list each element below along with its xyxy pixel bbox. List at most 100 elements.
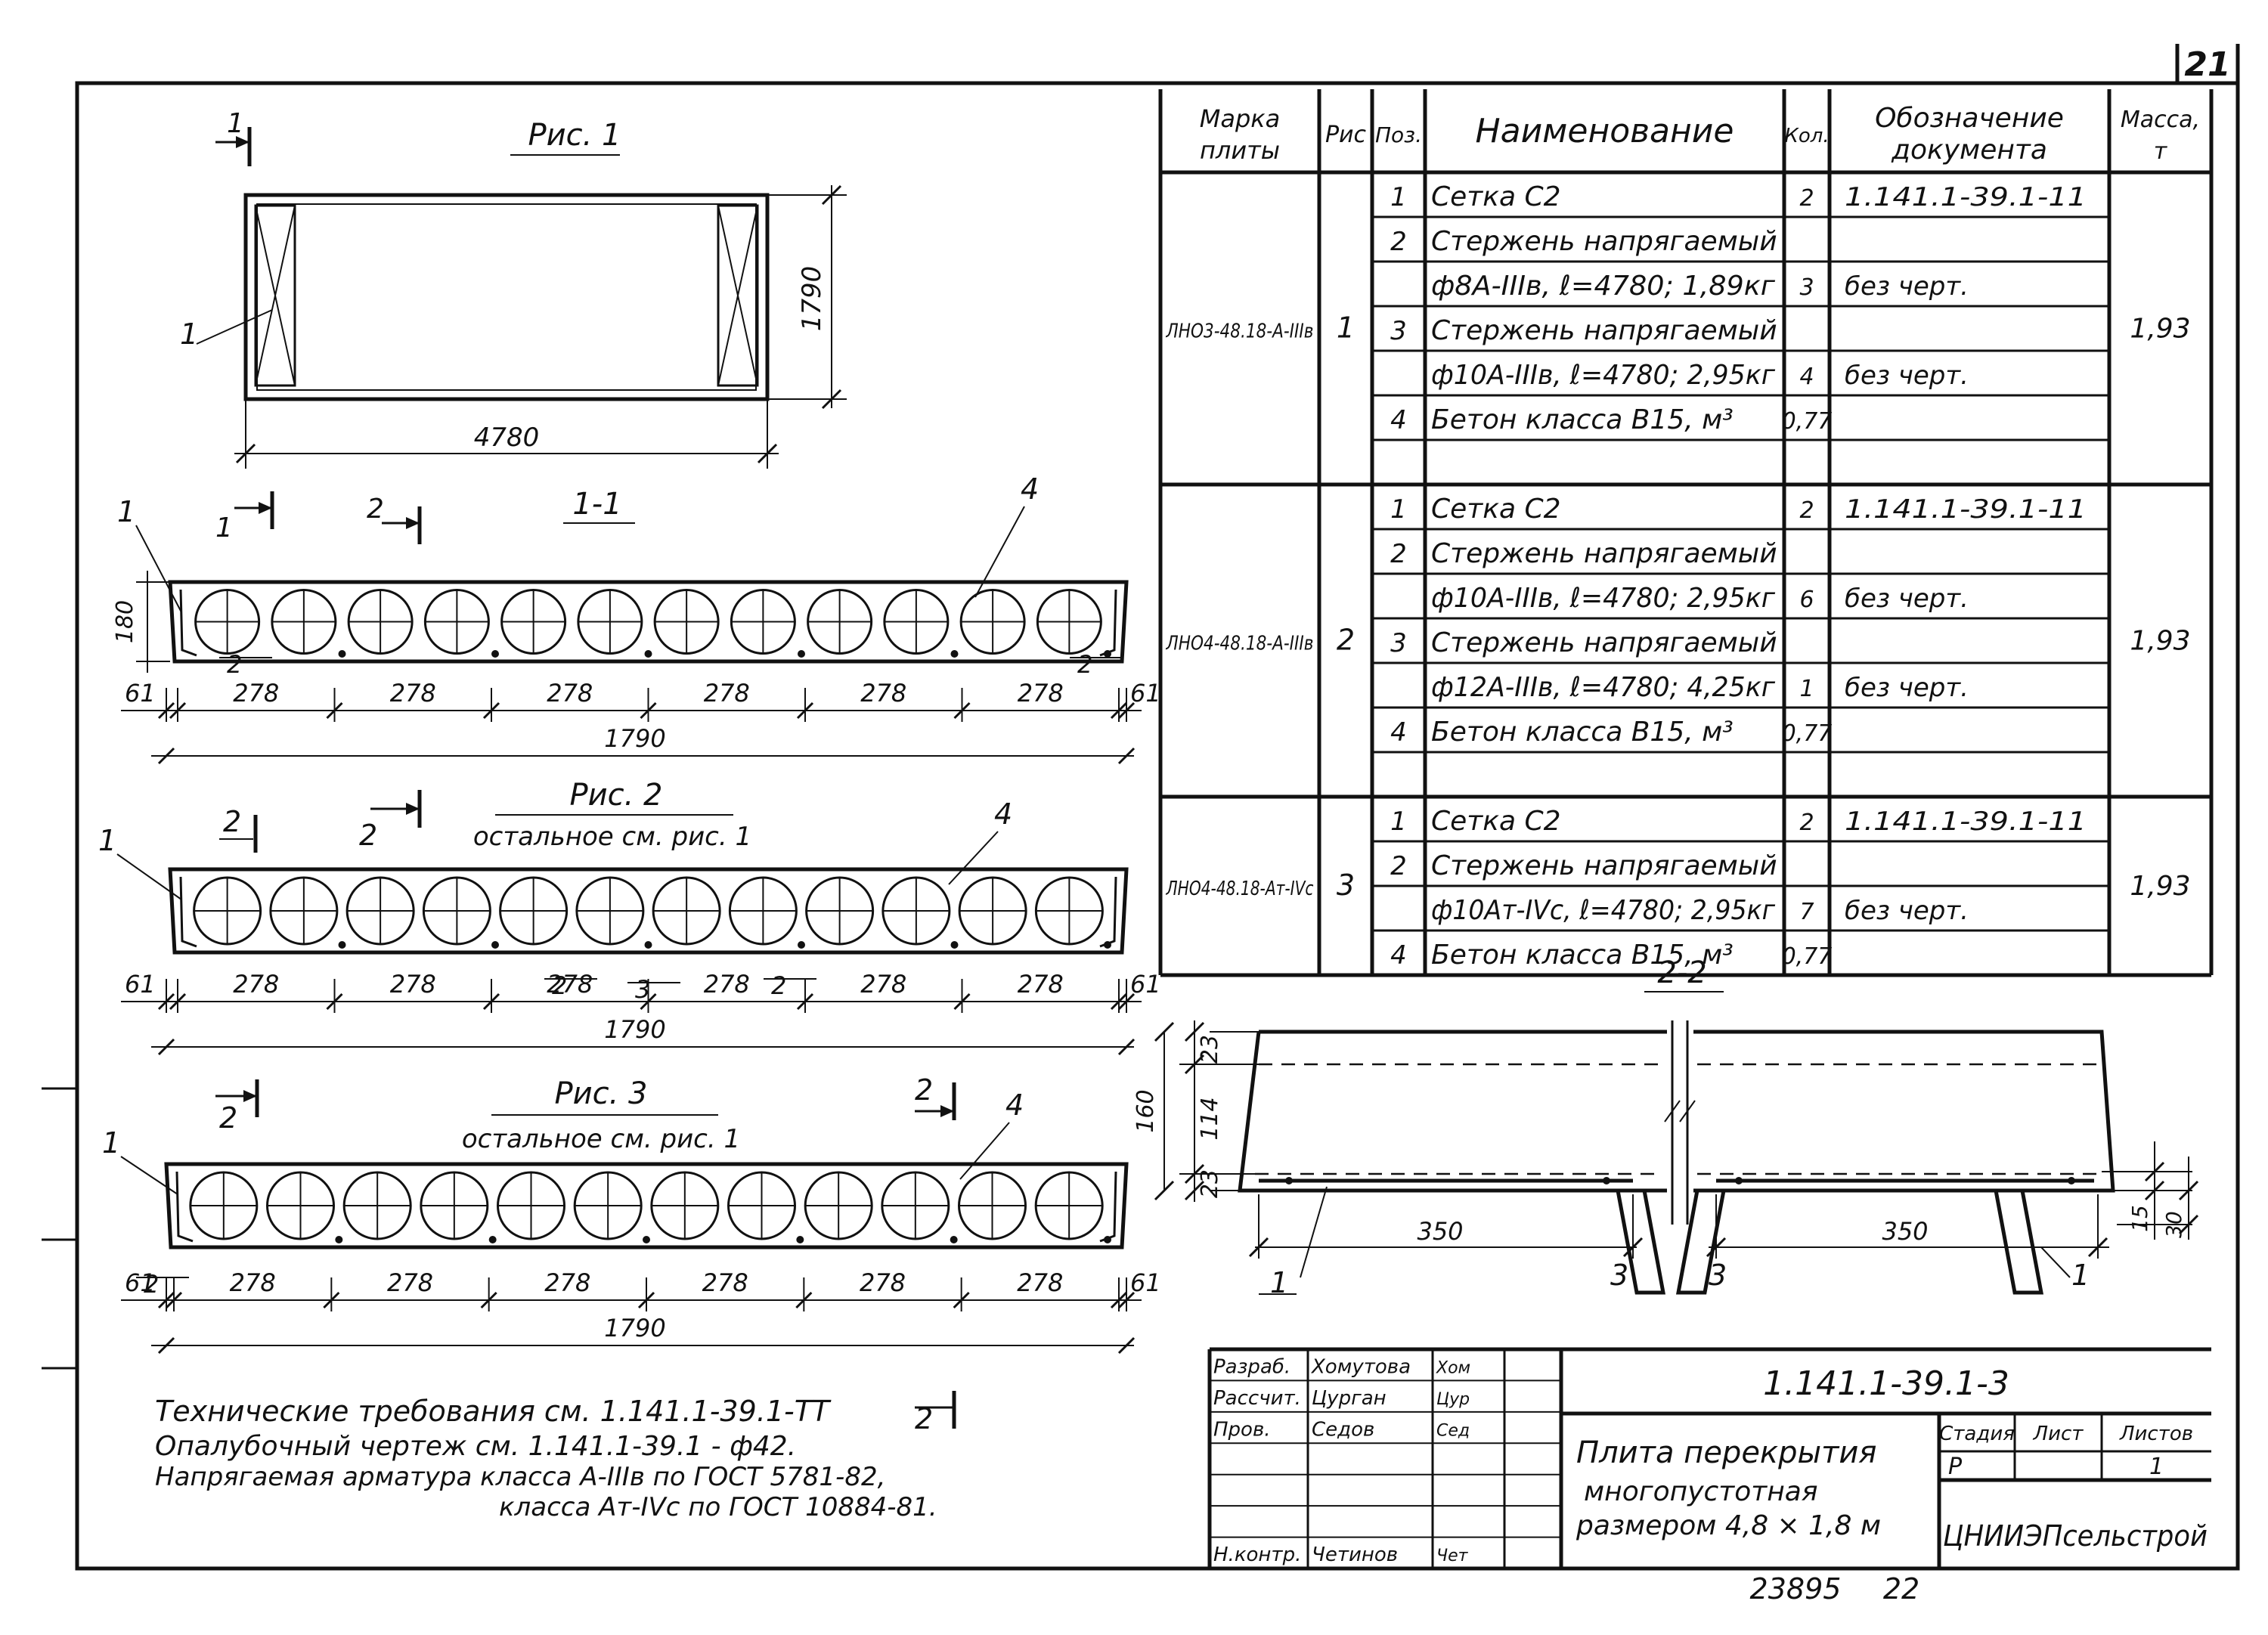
sheets-label: Листов: [2119, 1423, 2193, 1445]
spec-mass: 1,93: [2130, 314, 2190, 345]
svg-text:30: 30: [2161, 1211, 2186, 1238]
svg-text:114: 114: [1197, 1097, 1223, 1140]
spec-name: Стержень напрягаемый: [1431, 538, 1777, 569]
svg-text:350: 350: [1417, 1217, 1463, 1246]
section-height-dim: 180: [112, 600, 138, 643]
staff-name: Цурган: [1312, 1387, 1387, 1410]
staff-name: Четинов: [1312, 1544, 1398, 1566]
spec-qty: 1: [1799, 676, 1814, 702]
doc-code: 1.141.1-39.1-3: [1763, 1364, 2009, 1403]
sheet-number-box: 21: [2175, 44, 2240, 84]
svg-text:23: 23: [1197, 1169, 1223, 1198]
spec-pos: 1: [1390, 807, 1407, 837]
figure-1-plan: Рис. 1 1 1 1790 4780: [180, 108, 847, 469]
staff-signature: Цур: [1436, 1390, 1470, 1409]
spec-fig: 2: [1337, 624, 1355, 657]
spec-name: ф10А-IIIв, ℓ=4780; 2,95кг: [1431, 583, 1776, 614]
figure-3-note: остальное см. рис. 1: [462, 1124, 740, 1154]
dim-step: 278: [547, 679, 593, 708]
dim-step: 278: [860, 970, 906, 999]
spec-mark: ЛНО3-48.18-А-IIIв: [1166, 320, 1314, 343]
staff-role: Пров.: [1213, 1418, 1271, 1441]
margin-ticks: [42, 1087, 77, 1370]
title-line-2: многопустотная: [1584, 1476, 1818, 1507]
spec-name: Бетон класса В15, м³: [1431, 940, 1734, 971]
sheet-number: 21: [2184, 45, 2230, 84]
label-pos-2: 2: [771, 971, 786, 1000]
section-2-2-title: 2-2: [1657, 955, 1706, 990]
figure-2-note: остальное см. рис. 1: [473, 822, 751, 852]
svg-text:2: 2: [219, 1101, 237, 1135]
dim-step: 278: [547, 970, 593, 999]
staff-signature: Хом: [1436, 1358, 1470, 1377]
spec-doc: без черт.: [1845, 896, 1969, 926]
staff-name: Седов: [1312, 1418, 1374, 1441]
spec-header: Наименование: [1476, 112, 1734, 150]
dim-step: 278: [233, 970, 279, 999]
figure-3-title: Рис. 3: [555, 1076, 648, 1111]
spec-name: Бетон класса В15, м³: [1431, 404, 1734, 435]
spec-name: ф10А-IIIв, ℓ=4780; 2,95кг: [1431, 360, 1776, 391]
dim-step: 278: [702, 1268, 748, 1297]
svg-text:23: 23: [1197, 1035, 1223, 1064]
staff-signature: Сед: [1436, 1421, 1470, 1440]
dim-step: 278: [230, 1268, 276, 1297]
dim-edge: 61: [1130, 1268, 1161, 1297]
spec-fig: 3: [1337, 869, 1355, 902]
spec-doc: без черт.: [1845, 673, 1969, 703]
dim-step: 278: [860, 679, 906, 708]
spec-header: т: [2154, 138, 2168, 165]
section-cut-marks: 1 2 2 2 2 2 2: [215, 491, 956, 1435]
tech-note-1: Технические требования см. 1.141.1-39.1-…: [155, 1395, 832, 1428]
spec-mark: ЛНО4-48.18-Ат-IVс: [1166, 878, 1314, 900]
spec-doc: 1.141.1-39.1-11: [1845, 182, 2087, 212]
dim-step: 278: [390, 970, 436, 999]
spec-pos: 2: [1390, 851, 1407, 881]
staff-name: Хомутова: [1310, 1355, 1411, 1378]
spec-header: Поз.: [1375, 122, 1422, 147]
dim-step: 278: [1018, 679, 1064, 708]
spec-mass: 1,93: [2130, 626, 2190, 657]
dim-edge: 61: [1130, 679, 1161, 708]
spec-doc: без черт.: [1845, 361, 1969, 391]
cut-mark-1-top: 1: [215, 108, 252, 166]
label-pos-2: 2: [1077, 650, 1092, 679]
spec-qty: 0,77: [1782, 408, 1833, 435]
spec-header: документа: [1891, 135, 2047, 166]
spec-header: Кол.: [1784, 125, 1829, 147]
footer-page: 22: [1883, 1572, 1919, 1606]
dim-step: 278: [390, 679, 436, 708]
dim-total: 1790: [604, 1314, 665, 1342]
sheets-value: 1: [2149, 1454, 2164, 1480]
spec-name: ф10Ат-IVс, ℓ=4780; 2,95кг: [1431, 895, 1776, 926]
dim-total: 1790: [604, 1015, 665, 1044]
spec-qty: 7: [1799, 899, 1814, 925]
svg-text:2: 2: [359, 819, 377, 852]
section-2-2: 2-2 23 114 160 23: [1132, 955, 2199, 1299]
spec-pos: 2: [1390, 227, 1407, 257]
svg-text:2: 2: [915, 1073, 933, 1107]
tech-note-2: Опалубочный чертеж см. 1.141.1-39.1 - ф4…: [155, 1431, 796, 1462]
label-pos-4: 4: [994, 797, 1012, 831]
label-pos-1: 1: [117, 495, 135, 528]
spec-name: Стержень напрягаемый: [1431, 226, 1777, 257]
svg-text:2: 2: [223, 805, 241, 838]
staff-role: Рассчит.: [1213, 1387, 1301, 1410]
spec-doc: 1.141.1-39.1-11: [1845, 807, 2087, 837]
dim-step: 278: [544, 1268, 590, 1297]
spec-doc: без черт.: [1845, 271, 1969, 302]
fig1-length-dim: 4780: [474, 423, 540, 453]
sheet-label: Лист: [2033, 1423, 2084, 1445]
spec-header: Марка: [1200, 104, 1280, 133]
figure-2-title: Рис. 2: [570, 778, 663, 813]
spec-pos: 4: [1390, 940, 1407, 971]
spec-name: Сетка С2: [1431, 181, 1561, 212]
